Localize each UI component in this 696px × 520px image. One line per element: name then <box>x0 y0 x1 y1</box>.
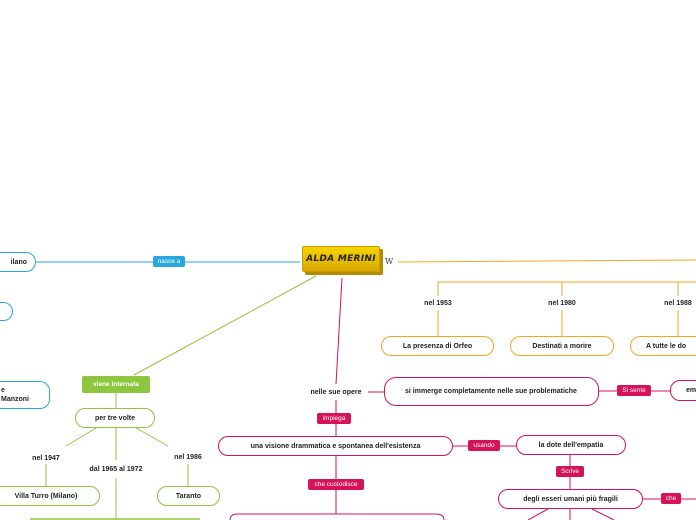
connector-impiega: impiega <box>317 413 351 424</box>
connector-line <box>437 310 679 338</box>
connector-line <box>133 275 317 376</box>
wikipedia-icon[interactable]: W <box>385 257 394 266</box>
node-year-1953[interactable]: nel 1953 <box>424 299 452 307</box>
node-year-1986[interactable]: nel 1986 <box>174 453 202 461</box>
node-visione-drammatica[interactable]: una visione drammatica e spontanea dell'… <box>218 436 453 456</box>
node-partial-left[interactable] <box>0 302 13 321</box>
partial-node-outline <box>229 513 445 520</box>
node-book-destinati-a-morire[interactable]: Destinati a morire <box>510 336 614 356</box>
node-birthplace[interactable]: ilano <box>0 252 36 272</box>
connector-scrive: Scrive <box>556 466 584 477</box>
connector-che-custodisce: che custodisce <box>308 479 364 490</box>
node-nelle-sue-opere[interactable]: nelle sue opere <box>310 388 362 396</box>
partial-place-line2: Manzoni <box>1 396 29 403</box>
node-partial-place[interactable]: e Manzoni <box>0 381 50 409</box>
connector-line <box>65 427 97 447</box>
node-year-1988[interactable]: nel 1988 <box>664 299 692 307</box>
node-partial-em[interactable]: em <box>670 380 696 401</box>
node-esseri-umani-fragili[interactable]: degli esseri umani più fragili <box>498 489 643 509</box>
connector-line <box>527 508 615 520</box>
connector-viene-internata: viene internata <box>82 376 150 393</box>
connector-usando: usando <box>468 440 500 451</box>
node-taranto[interactable]: Taranto <box>157 486 220 506</box>
node-year-1947[interactable]: nel 1947 <box>32 454 60 462</box>
connector-si-sente: Si sente <box>617 385 651 396</box>
node-per-tre-volte[interactable]: per tre volte <box>75 408 155 428</box>
connector-line <box>135 427 169 447</box>
connector-line <box>335 277 343 385</box>
node-year-range[interactable]: dal 1965 al 1972 <box>89 465 143 473</box>
connector-line <box>397 259 696 263</box>
node-book-a-tutte-le-donne[interactable]: A tutte le do <box>630 336 696 356</box>
node-si-immerge[interactable]: si immerge completamente nelle sue probl… <box>384 377 599 406</box>
node-dote-empatia[interactable]: la dote dell'empatia <box>516 435 626 455</box>
node-year-1980[interactable]: nel 1980 <box>548 299 576 307</box>
connector-nasce-a: nasce a <box>153 256 185 267</box>
connector-che: che <box>661 493 681 504</box>
node-villa-turro[interactable]: Villa Turro (Milano) <box>0 486 100 506</box>
partial-place-line1: e <box>1 387 5 394</box>
node-book-presenza-di-orfeo[interactable]: La presenza di Orfeo <box>381 336 494 356</box>
connector-line <box>437 281 696 296</box>
root-node-alda-merini[interactable]: ALDA MERINI <box>302 246 380 272</box>
